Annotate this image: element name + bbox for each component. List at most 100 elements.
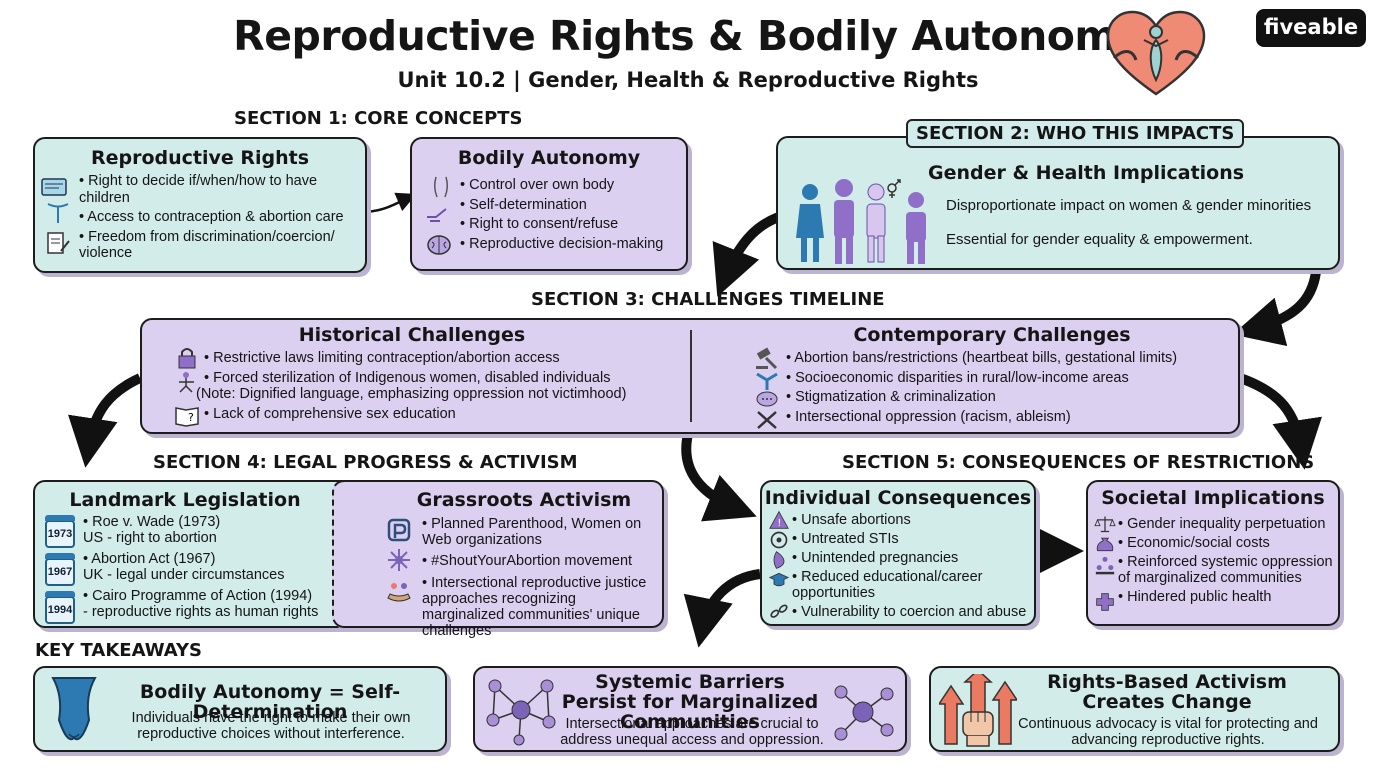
list-item: • Planned Parenthood, Women on Web organ…: [422, 516, 642, 548]
book-question-icon: ?: [175, 407, 199, 427]
broken-figure-icon: [179, 372, 194, 393]
graduation-cap-icon: [768, 572, 790, 587]
id-card-icon: [41, 178, 67, 196]
contemporary-challenges-list: • Abortion bans/restrictions (heartbeat …: [786, 350, 1236, 428]
biohazard-icon: [770, 531, 788, 549]
network-icon: [486, 679, 556, 746]
landmark-legislation-card: Landmark Legislation 1973 1967 1994 • Ro…: [33, 480, 365, 628]
takeaway-card-1: Bodily Autonomy = Self-Determination Ind…: [33, 666, 447, 752]
list-item: • Abortion bans/restrictions (heartbeat …: [786, 350, 1178, 366]
list-item: • Cairo Programme of Action (1994): [83, 588, 313, 604]
key-takeaways-label: KEY TAKEAWAYS: [35, 640, 202, 661]
crossed-tools-icon: [757, 411, 777, 429]
gavel-icon: [756, 347, 778, 370]
takeaway-card-2: Systemic Barriers Persist for Marginaliz…: [473, 666, 907, 752]
gender-health-title: Gender & Health Implications: [928, 162, 1245, 184]
list-item: • Reinforced systemic oppression of marg…: [1118, 554, 1333, 586]
section-4-label: SECTION 4: LEGAL PROGRESS & ACTIVISM: [153, 452, 578, 473]
hierarchy-people-icon: [1095, 556, 1115, 575]
individual-consequences-card: Individual Consequences ! • Unsafe abort…: [760, 480, 1036, 626]
section-1-label: SECTION 1: CORE CONCEPTS: [234, 108, 523, 129]
list-item: • Freedom from discrimination/coercion/ …: [79, 228, 335, 262]
grassroots-activism-list: • Planned Parenthood, Women on Web organ…: [422, 516, 662, 642]
grassroots-activism-card: Grassroots Activism • Planned Parenthood…: [332, 480, 664, 639]
svg-text:!: !: [777, 518, 781, 529]
page-subtitle: Unit 10.2 | Gender, Health & Reproductiv…: [397, 68, 979, 92]
list-item: • Right to decide if/when/how to have ch…: [79, 173, 318, 206]
landmark-legislation-list: • Roe v. Wade (1973) US - right to abort…: [83, 514, 343, 623]
societal-implications-list: • Gender inequality perpetuation • Econo…: [1118, 516, 1336, 608]
people-icon: [796, 179, 926, 264]
section-3-label: SECTION 3: CHALLENGES TIMELINE: [531, 289, 885, 310]
list-item: • Intersectional oppression (racism, abl…: [786, 408, 1071, 425]
individual-consequences-list: • Unsafe abortions • Untreated STIs • Un…: [792, 512, 1032, 623]
societal-implications-title: Societal Implications: [1101, 487, 1325, 509]
document-pen-icon: [47, 232, 70, 254]
individual-consequences-title: Individual Consequences: [764, 487, 1032, 509]
landmark-legislation-title: Landmark Legislation: [69, 489, 301, 511]
section-2-label: SECTION 2: WHO THIS IMPACTS: [906, 119, 1245, 148]
gender-health-line-2: Essential for gender equality & empowerm…: [946, 231, 1253, 248]
raised-fist-arrows-icon: [939, 674, 1017, 747]
societal-implications-card: Societal Implications • Gender inequalit…: [1086, 480, 1340, 626]
network-burst-icon: [388, 549, 410, 571]
calendar-1994-icon: 1994: [45, 591, 75, 624]
list-item: • Vulnerability to coercion and abuse: [792, 604, 1027, 620]
warning-icon: !: [769, 510, 789, 529]
heart-hands-icon: [1106, 10, 1206, 96]
list-item-note: (Note: Dignified language, emphasizing o…: [196, 386, 627, 402]
list-item: • Access to contraception & abortion car…: [79, 209, 344, 225]
planned-parenthood-icon: [387, 518, 411, 542]
list-item-detail: - reproductive rights as human rights: [83, 604, 319, 620]
list-item: • Untreated STIs: [792, 531, 899, 547]
list-item: • Economic/social costs: [1118, 535, 1270, 551]
list-item: • Forced sterilization of Indigenous wom…: [204, 369, 611, 386]
pregnancy-icon: [773, 551, 785, 569]
chat-bubble-icon: [756, 391, 778, 407]
reproductive-rights-list: • Right to decide if/when/how to have ch…: [79, 173, 363, 265]
road-sign-icon: [756, 372, 778, 390]
takeaway-card-3: Rights-Based Activism Creates Change Con…: [929, 666, 1340, 752]
calendar-1973-icon: 1973: [45, 515, 75, 548]
takeaway-3-text: Continuous advocacy is vital for protect…: [1018, 716, 1318, 748]
list-item: • Unsafe abortions: [792, 512, 911, 528]
list-item: • Gender inequality perpetuation: [1118, 516, 1326, 532]
section-5-label: SECTION 5: CONSEQUENCES OF RESTRICTIONS: [842, 452, 1315, 473]
timeline-divider: [690, 330, 692, 422]
list-item: • #ShoutYourAbortion movement: [422, 553, 633, 569]
page-title: Reproductive Rights & Bodily Autonomy: [233, 12, 1143, 60]
reproductive-rights-card: Reproductive Rights • Right to decide if…: [33, 137, 367, 273]
network-small-icon: [834, 685, 894, 741]
list-item-detail: UK - legal under circumstances: [83, 567, 285, 583]
historical-challenges-title: Historical Challenges: [298, 324, 526, 346]
money-bag-icon: [1096, 537, 1114, 552]
takeaway-2-text: Intersectional approaches are crucial to…: [560, 716, 824, 748]
brand-logo[interactable]: fiveable: [1256, 9, 1366, 47]
list-item: • Reproductive decision-making: [460, 235, 664, 252]
takeaway-3-title: Rights-Based Activism Creates Change: [1047, 671, 1287, 713]
takeaway-1-title: Bodily Autonomy = Self-Determination: [139, 681, 401, 723]
challenges-timeline-card: Historical Challenges ? • Restrictive la…: [140, 318, 1240, 434]
body-icon: [433, 176, 449, 198]
list-item: • Hindered public health: [1118, 589, 1272, 605]
list-item: • Unintended pregnancies: [792, 550, 959, 566]
lock-icon: [178, 348, 196, 369]
list-item: • Control over own body: [460, 177, 615, 193]
takeaway-1-text: Individuals have the right to make their…: [131, 710, 411, 742]
hand-pointing-icon: [427, 208, 447, 222]
historical-challenges-list: • Restrictive laws limiting contraceptio…: [196, 350, 684, 425]
list-item: • Abortion Act (1967): [83, 551, 216, 567]
list-item: • Socioeconomic disparities in rural/low…: [786, 369, 1129, 386]
broken-chain-icon: [770, 604, 788, 618]
gender-health-line-1: Disproportionate impact on women & gende…: [946, 197, 1312, 214]
list-item: • Intersectional reproductive justice ap…: [422, 575, 647, 639]
list-item-detail: US - right to abortion: [83, 530, 217, 546]
bodily-autonomy-card: Bodily Autonomy • Control over own body …: [410, 137, 688, 271]
svg-text:?: ?: [188, 411, 194, 424]
takeaway-2-title: Systemic Barriers Persist for Marginaliz…: [561, 671, 819, 733]
list-item: • Lack of comprehensive sex education: [204, 405, 456, 422]
scales-icon: [1094, 516, 1116, 533]
list-item: • Restrictive laws limiting contraceptio…: [204, 350, 560, 366]
reproductive-rights-title: Reproductive Rights: [90, 147, 310, 169]
